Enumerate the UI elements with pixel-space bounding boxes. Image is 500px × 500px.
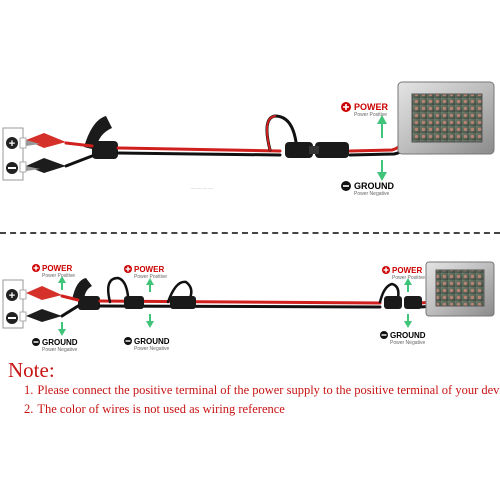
note-line-1: 1.Please connect the positive terminal o… [24, 383, 500, 398]
battery-terminals: + [2, 127, 27, 181]
wires-panel-1 [64, 114, 410, 168]
ground-sublabel-2b: Power Negative [134, 346, 170, 352]
sae-connector-panel-1 [285, 142, 349, 158]
power-sublabel: Power Positive [354, 112, 388, 118]
power-label-2b: POWER [134, 265, 165, 274]
polarity-arrows-panel-2 [32, 264, 412, 346]
note-line-2: 2.The color of wires is not used as wiri… [24, 402, 285, 417]
ground-label-2a: GROUND [42, 338, 78, 347]
ground-sublabel-2c: Power Negative [390, 340, 426, 346]
power-label-2a: POWER [42, 264, 73, 273]
note-line-2-text: The color of wires is not used as wiring… [37, 402, 285, 416]
ground-label: GROUND [354, 181, 394, 191]
power-sublabel-2b: Power Positive [134, 274, 168, 280]
note-line-1-text: Please connect the positive terminal of … [37, 383, 500, 397]
battery-positive-icon-2 [6, 289, 18, 301]
power-label: POWER [354, 102, 389, 112]
flood-light-2 [425, 261, 495, 317]
alligator-clips [26, 133, 66, 173]
panel-2: + [2, 261, 495, 346]
note-line-1-number: 1. [24, 383, 34, 397]
svg-text:+: + [9, 290, 15, 302]
alligator-clips-2 [26, 286, 62, 322]
battery-terminals-2: + [2, 279, 27, 329]
ground-label-2b: GROUND [134, 337, 170, 346]
panel-1: + [2, 81, 495, 195]
inline-fuse-2 [72, 278, 100, 310]
ground-label-2c: GROUND [390, 331, 426, 340]
battery-positive-icon [6, 137, 18, 149]
section-divider [0, 232, 500, 234]
sae-connectors-panel-2 [124, 296, 422, 309]
polarity-arrows-panel-1 [341, 102, 387, 191]
power-sublabel-2a: Power Positive [42, 273, 76, 279]
ground-sublabel-2a: Power Negative [42, 347, 78, 353]
note-line-2-number: 2. [24, 402, 34, 416]
power-label-2c: POWER [392, 266, 423, 275]
svg-text:~~~~: ~~~~ [190, 184, 214, 195]
note-title: Note: [8, 358, 55, 382]
svg-text:+: + [9, 138, 15, 150]
inline-fuse [84, 116, 118, 159]
ground-sublabel: Power Negative [354, 191, 390, 197]
power-sublabel-2c: Power Positive [392, 275, 426, 281]
flood-light-1 [397, 81, 495, 155]
